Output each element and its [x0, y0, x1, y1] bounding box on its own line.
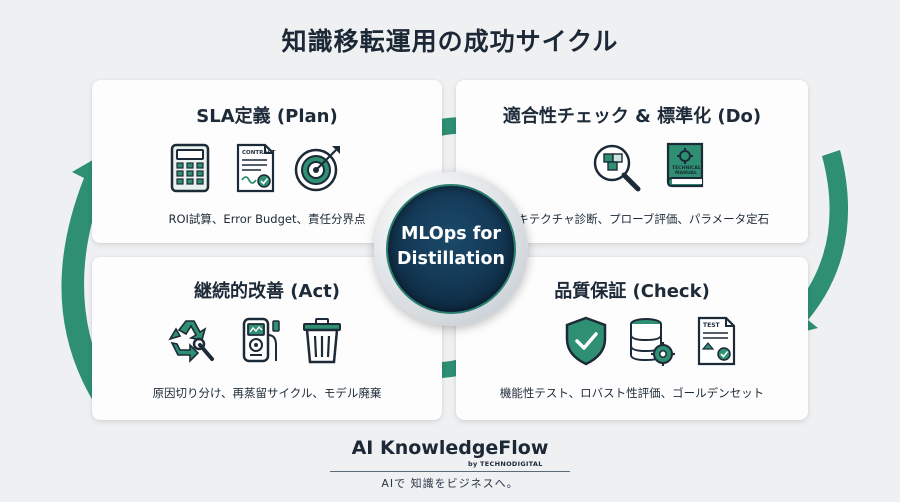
contract-icon: CONTRACT [229, 142, 281, 194]
test-label: TEST [703, 322, 721, 329]
technical-manual-icon: TECHNICAL MANUAL [660, 140, 712, 192]
center-hub [386, 184, 516, 314]
center-hub-label: MLOps for Distillation [386, 222, 516, 272]
card-check-title: 品質保証 (Check) [554, 281, 710, 302]
contract-label: CONTRACT [242, 150, 276, 156]
manual-label-2: MANUAL [675, 170, 697, 176]
target-icon [292, 142, 344, 194]
card-do-desc: アーキテクチャ診断、プローブ評価、パラメータ定石 [494, 212, 770, 226]
card-plan-title: SLA定義 (Plan) [196, 106, 338, 127]
test-document-icon: TEST [690, 315, 742, 367]
center-line-1: MLOps for [400, 224, 502, 244]
brand-tagline: AIで 知識をビジネスへ。 [381, 477, 519, 490]
recycle-wrench-icon [164, 315, 216, 367]
page-title: 知識移転運用の成功サイクル [281, 27, 619, 56]
brand-name: AI KnowledgeFlow [351, 437, 549, 459]
calculator-icon [164, 142, 216, 194]
card-check: 品質保証 (Check) TEST [456, 257, 808, 420]
card-check-desc: 機能性テスト、ロバスト性評価、ゴールデンセット [499, 386, 765, 400]
card-do-title: 適合性チェック & 標準化 (Do) [502, 106, 762, 127]
database-gear-icon [624, 315, 676, 367]
brand-by: by TECHNODIGITAL [468, 460, 543, 468]
trash-icon [296, 315, 348, 367]
card-act-title: 継続的改善 (Act) [194, 281, 340, 302]
shield-check-icon [560, 315, 612, 367]
card-act-desc: 原因切り分け、再蒸留サイクル、モデル廃棄 [152, 386, 382, 400]
meter-icon [232, 315, 284, 367]
center-line-2: Distillation [397, 249, 505, 269]
brand-divider [330, 471, 570, 472]
magnifier-blocks-icon [591, 142, 643, 194]
manual-label-1: TECHNICAL [672, 165, 701, 171]
card-plan-desc: ROI試算、Error Budget、責任分界点 [168, 212, 366, 226]
